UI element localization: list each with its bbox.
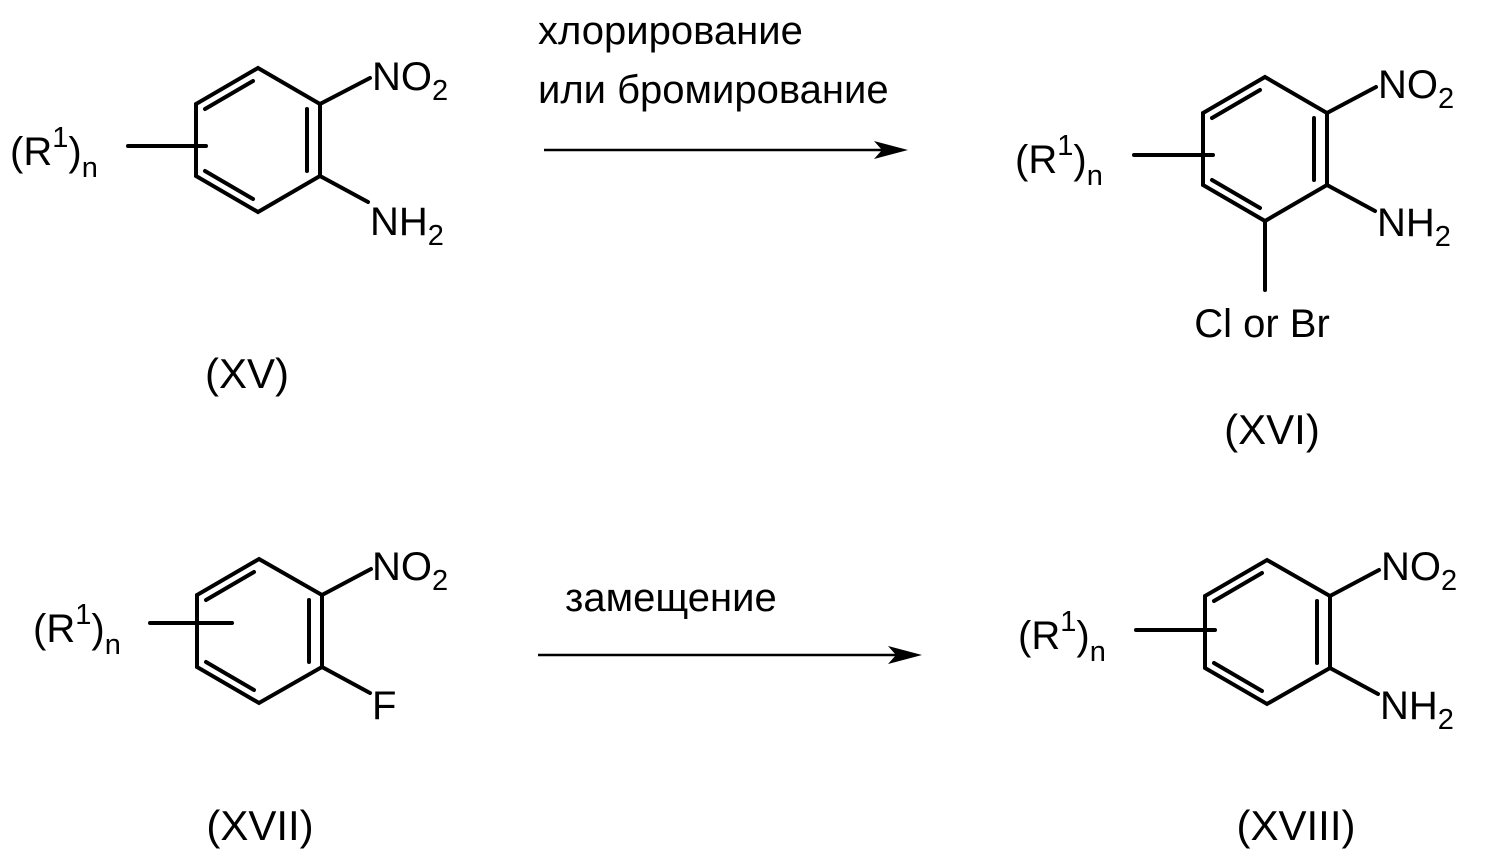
compound-xvii: (R1)n NO2 F (XVII) <box>33 545 448 849</box>
condition-line-2: или бромирование <box>538 68 889 112</box>
substituent-r1-xvii: (R1)n <box>33 599 121 661</box>
halogen-label-xvi: Cl or Br <box>1194 302 1330 346</box>
amino-group-label-xvi: NH2 <box>1377 201 1451 253</box>
bond-nh2-xvi <box>1325 183 1377 213</box>
compound-id-xvii: (XVII) <box>206 802 313 849</box>
compound-id-xvi: (XVI) <box>1224 406 1320 453</box>
bond-nh2-xviii <box>1328 666 1380 696</box>
reaction-arrow-1: хлорирование или бромирование <box>538 9 908 159</box>
compound-id-xviii: (XVIII) <box>1236 802 1355 849</box>
substituent-r1-xv: (R1)n <box>10 122 98 184</box>
condition-line-1: хлорирование <box>538 9 803 53</box>
nitro-group-label-xviii: NO2 <box>1381 545 1457 597</box>
compound-xv: (R1)n NO2 NH2 (XV) <box>10 55 448 397</box>
arrow-head-2 <box>888 646 922 664</box>
bond-no2-xviii <box>1328 568 1381 598</box>
condition-line-3: замещение <box>565 576 777 620</box>
nitro-group-label-xvi: NO2 <box>1378 63 1454 115</box>
fluoro-label-xvii: F <box>372 684 396 728</box>
arrow-head-1 <box>874 141 908 159</box>
bond-no2-xvii <box>320 567 373 597</box>
substituent-r1-xvi: (R1)n <box>1015 130 1103 192</box>
compound-id-xv: (XV) <box>205 350 289 397</box>
bond-no2-xv <box>318 76 372 106</box>
reaction-arrow-2: замещение <box>538 576 922 664</box>
benzene-ring-xviii <box>1203 557 1332 707</box>
bond-no2-xvi <box>1325 85 1378 115</box>
bond-f-xvii <box>320 665 372 695</box>
nitro-group-label-xv: NO2 <box>372 55 448 107</box>
nitro-group-label-xvii: NO2 <box>372 545 448 597</box>
benzene-ring-xvii <box>195 556 324 706</box>
benzene-ring-xvi <box>1201 74 1329 224</box>
benzene-ring-xv <box>194 65 322 215</box>
amino-group-label-xviii: NH2 <box>1380 684 1454 736</box>
substituent-r1-xviii: (R1)n <box>1018 606 1106 668</box>
amino-group-label-xv: NH2 <box>370 200 444 252</box>
compound-xvi: (R1)n NO2 NH2 Cl or Br (XVI) <box>1015 63 1454 453</box>
bond-nh2-xv <box>318 174 370 204</box>
compound-xviii: (R1)n NO2 NH2 (XVIII) <box>1018 545 1457 849</box>
